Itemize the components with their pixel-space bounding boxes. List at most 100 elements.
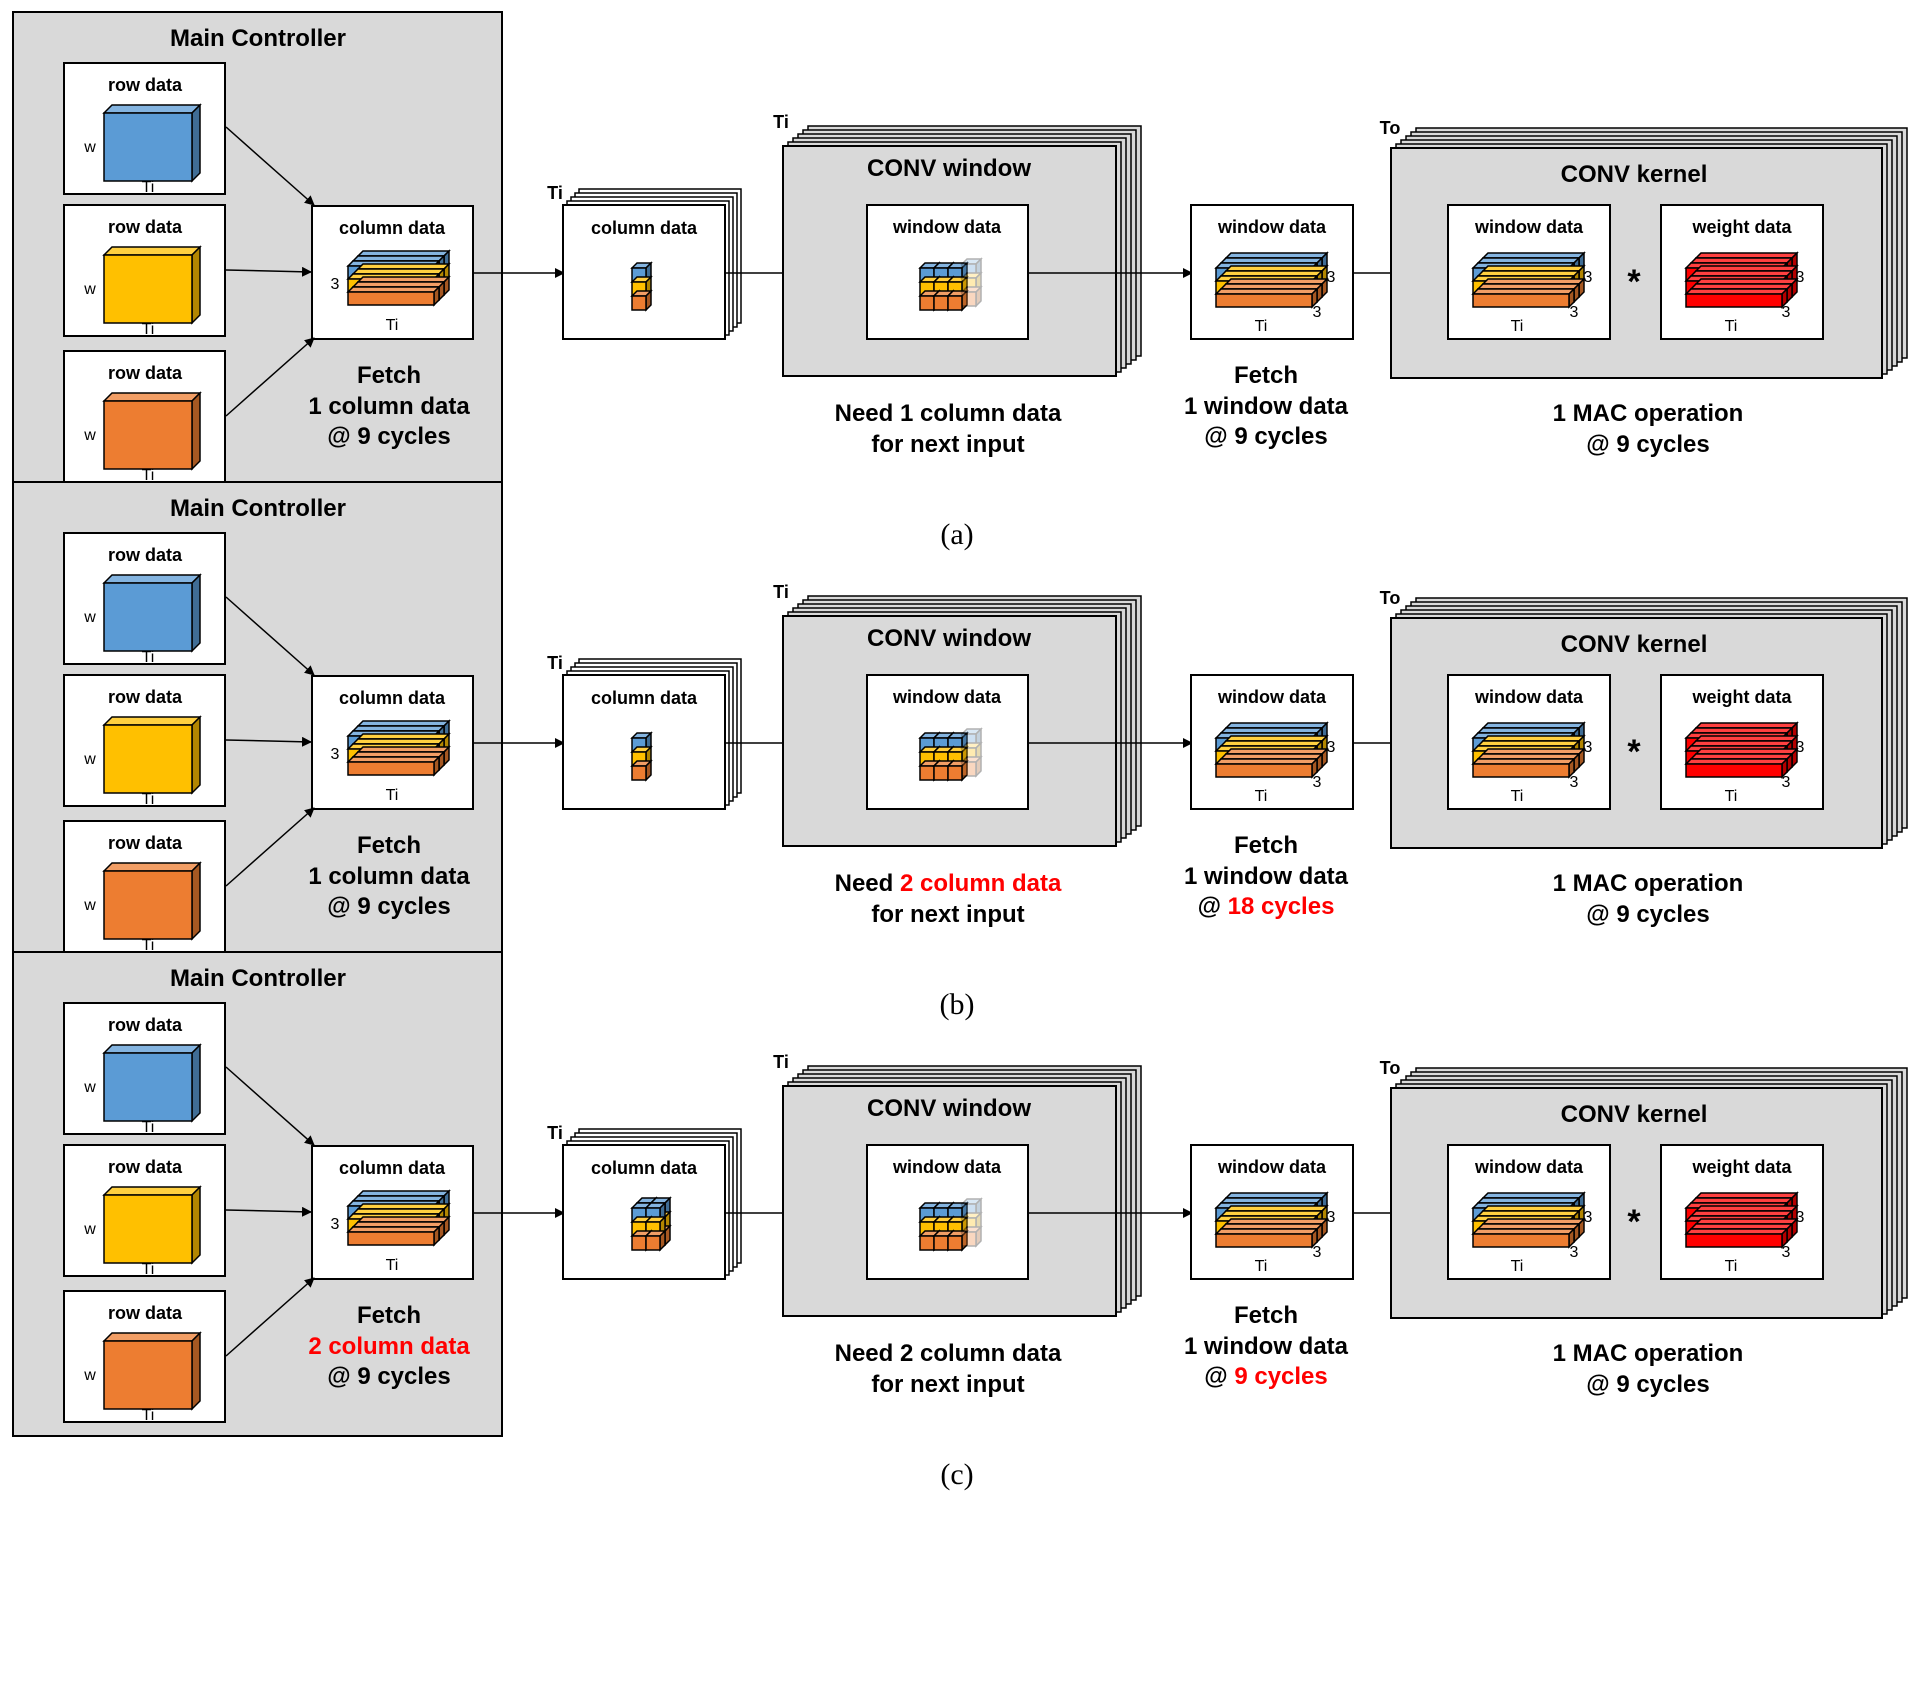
window-fetch-title: Fetch <box>1234 1302 1298 1329</box>
cube <box>946 289 969 312</box>
multiply-symbol: * <box>1627 1203 1641 1241</box>
slab <box>1214 287 1319 309</box>
window-fetch-cycles: @ 9 cycles <box>1204 1363 1328 1390</box>
mac-cycles-text: @ 9 cycles <box>1586 431 1710 458</box>
dim-ti-label: Ti <box>1511 318 1524 335</box>
mac-operation-text: 1 MAC operation <box>1553 400 1744 427</box>
slab <box>1684 757 1789 779</box>
window-cubes <box>918 731 969 782</box>
main-controller-title: Main Controller <box>170 25 346 52</box>
buffer-column-cubes <box>630 731 653 782</box>
dim-w-label: w <box>83 139 96 156</box>
window-data-label: window data <box>1217 687 1327 707</box>
kernel-window-block <box>1471 721 1586 779</box>
window-register-block <box>1214 251 1329 309</box>
dim-3-label: 3 <box>1327 739 1336 756</box>
window-fetch-amount: 1 window data <box>1184 863 1349 890</box>
cube <box>960 285 983 308</box>
row-data-block-3 <box>102 861 202 941</box>
need-next-input-text: for next input <box>871 431 1024 458</box>
dim-ti-label: Ti <box>142 467 155 484</box>
dim-3-label: 3 <box>1327 269 1336 286</box>
window-data-label: window data <box>1474 687 1584 707</box>
row-data-block-1 <box>102 573 202 653</box>
arrow-row2-to-column <box>225 736 312 747</box>
mac-cycles-text: @ 9 cycles <box>1586 1371 1710 1398</box>
dim-ti-label: Ti <box>1725 788 1738 805</box>
text-run: @ <box>1198 893 1228 920</box>
arrow-row1-to-column <box>225 1066 315 1146</box>
conv-kernel-title: CONV kernel <box>1561 631 1708 658</box>
dim-ti-label: Ti <box>386 1257 399 1274</box>
kernel-window-block <box>1471 251 1586 309</box>
conv-window-title: CONV window <box>867 625 1031 652</box>
dim-ti-label: Ti <box>142 1261 155 1278</box>
buffer-column-cubes <box>630 1196 672 1252</box>
window-data-label: window data <box>892 687 1002 707</box>
window-data-label: window data <box>892 1157 1002 1177</box>
dim-ti-label: Ti <box>386 317 399 334</box>
dim-ti-label: Ti <box>773 1052 789 1072</box>
arrow-row3-to-column <box>225 337 315 417</box>
window-register-block <box>1214 721 1329 779</box>
cube <box>630 759 653 782</box>
weight-data-label: weight data <box>1691 217 1792 237</box>
row-data-label: row data <box>108 363 183 383</box>
dim-ti-label: Ti <box>773 582 789 602</box>
dim-3-label: 3 <box>1796 269 1805 286</box>
row-data-block-1 <box>102 103 202 183</box>
fetch-cycles: @ 9 cycles <box>327 423 451 450</box>
fetch-title: Fetch <box>357 362 421 389</box>
dim-w-label: w <box>83 1079 96 1096</box>
cube <box>946 759 969 782</box>
fetch-title: Fetch <box>357 832 421 859</box>
dim-3-label: 3 <box>1313 1244 1322 1261</box>
text-run: 1 column data <box>308 393 470 420</box>
text-run: Need 2 column data <box>835 1340 1062 1367</box>
slab <box>1471 757 1576 779</box>
dim-ti-label: Ti <box>1255 318 1268 335</box>
dim-w-label: w <box>83 1221 96 1238</box>
slab <box>1214 757 1319 779</box>
row-data-label: row data <box>108 545 183 565</box>
text-run: @ 9 cycles <box>327 893 451 920</box>
text-run: @ 9 cycles <box>327 1363 451 1390</box>
highlight-text: 18 cycles <box>1228 893 1335 920</box>
cube <box>960 755 983 778</box>
dim-to-label: To <box>1380 588 1401 608</box>
dim-w-label: w <box>83 897 96 914</box>
dim-ti-label: Ti <box>142 321 155 338</box>
arrow-row1-to-column <box>225 126 315 206</box>
highlight-text: 2 column data <box>900 870 1062 897</box>
fetch-title: Fetch <box>357 1302 421 1329</box>
conv-kernel-title: CONV kernel <box>1561 1101 1708 1128</box>
multiply-symbol: * <box>1627 263 1641 301</box>
column-data-label: column data <box>339 218 446 238</box>
column-data-block <box>346 719 451 777</box>
dim-3-label: 3 <box>1782 1244 1791 1261</box>
arrow-row2-to-column <box>225 266 312 277</box>
dim-3-label: 3 <box>1570 304 1579 321</box>
row-data-label: row data <box>108 1015 183 1035</box>
cube <box>960 741 983 764</box>
need-columns-text: Need 1 column data <box>835 400 1062 427</box>
cube <box>644 1229 667 1252</box>
dim-3-label: 3 <box>1584 269 1593 286</box>
dim-3-label: 3 <box>1570 774 1579 791</box>
dim-to-label: To <box>1380 118 1401 138</box>
row-data-label: row data <box>108 833 183 853</box>
dim-ti-label: Ti <box>142 1119 155 1136</box>
row-data-block-1 <box>102 1043 202 1123</box>
text-run: @ 9 cycles <box>327 423 451 450</box>
cube <box>960 1225 983 1248</box>
dim-3-label: 3 <box>1796 1209 1805 1226</box>
window-fetch-title: Fetch <box>1234 362 1298 389</box>
row-data-block-2 <box>102 715 202 795</box>
weight-data-block <box>1684 251 1799 309</box>
dim-ti-label: Ti <box>142 179 155 196</box>
dim-3-label: 3 <box>1313 304 1322 321</box>
fetch-cycles: @ 9 cycles <box>327 893 451 920</box>
column-data-label: column data <box>339 1158 446 1178</box>
